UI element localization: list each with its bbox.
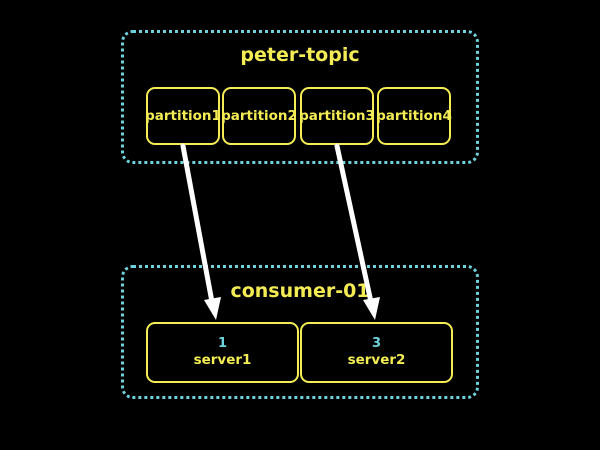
partition-4: partition4 [376, 87, 452, 145]
topic-group [121, 30, 479, 164]
server-1-name: server1 [193, 352, 252, 368]
partition-2: partition2 [221, 87, 297, 145]
server-2-partition-number: 3 [371, 336, 382, 351]
server-2-box: 3 server2 [300, 322, 453, 383]
server-2-name: server2 [347, 352, 406, 368]
server-1-partition-number: 1 [217, 336, 228, 351]
arrow-partition3-to-server2 [334, 143, 380, 320]
topic-title: peter-topic [240, 44, 360, 66]
consumer-group-title: consumer-01 [230, 280, 370, 302]
arrow-partition1-to-server1 [180, 143, 221, 320]
consumer-group [121, 265, 479, 399]
server-1-box: 1 server1 [146, 322, 299, 383]
